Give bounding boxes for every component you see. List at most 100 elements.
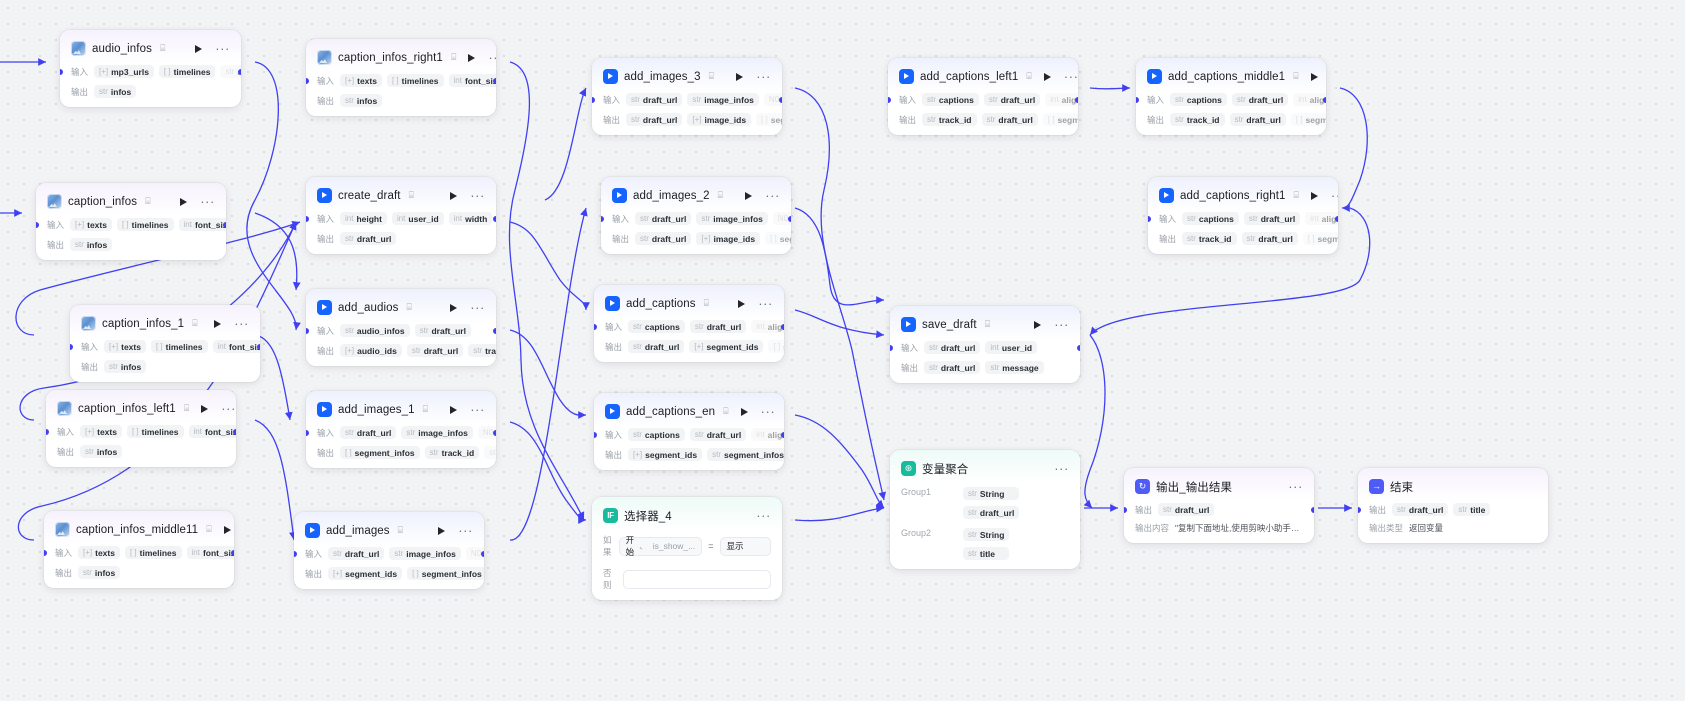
run-button[interactable]: [438, 526, 446, 535]
output-port[interactable]: [238, 68, 241, 75]
output-port[interactable]: [779, 96, 782, 103]
input-port[interactable]: [306, 215, 309, 222]
node-menu-button[interactable]: ···: [765, 187, 780, 203]
output-port[interactable]: [481, 550, 484, 557]
input-port[interactable]: [601, 215, 604, 222]
node-menu-button[interactable]: ···: [234, 315, 249, 331]
output-port[interactable]: [223, 221, 226, 228]
input-port[interactable]: [60, 68, 63, 75]
output-port[interactable]: [1075, 96, 1078, 103]
condition-right[interactable]: 显示: [719, 536, 771, 556]
input-port[interactable]: [1124, 506, 1127, 513]
input-port[interactable]: [1136, 96, 1139, 103]
output-port[interactable]: [1077, 344, 1080, 351]
input-port[interactable]: [36, 221, 39, 228]
node-caption_infos_left1[interactable]: caption_infos_left1⌸···输入[+]texts[ ]time…: [46, 390, 236, 467]
output-port[interactable]: [1311, 506, 1314, 513]
node-menu-button[interactable]: ···: [760, 403, 776, 419]
output-port[interactable]: [781, 323, 784, 330]
output-port[interactable]: [788, 215, 791, 222]
output-port[interactable]: [1335, 215, 1338, 222]
node-menu-button[interactable]: ···: [458, 522, 473, 538]
input-port[interactable]: [70, 343, 73, 350]
output-port[interactable]: [493, 215, 496, 222]
input-port[interactable]: [294, 550, 297, 557]
node-caption_infos_right1[interactable]: caption_infos_right1⌸···输入[+]texts[ ]tim…: [306, 39, 496, 116]
input-port[interactable]: [306, 77, 309, 84]
run-button[interactable]: [1034, 320, 1042, 329]
run-button[interactable]: [450, 191, 458, 200]
run-button[interactable]: [180, 197, 188, 206]
input-port[interactable]: [888, 96, 891, 103]
node-menu-button[interactable]: ···: [758, 295, 773, 311]
run-button[interactable]: [745, 191, 753, 200]
output-port[interactable]: [493, 77, 496, 84]
output-port[interactable]: [257, 343, 260, 350]
input-port[interactable]: [46, 428, 49, 435]
run-button[interactable]: [450, 405, 458, 414]
node-menu-button[interactable]: ···: [1054, 460, 1069, 476]
run-button[interactable]: [1310, 72, 1318, 81]
output-port[interactable]: [493, 429, 496, 436]
run-button[interactable]: [468, 53, 476, 62]
output-port[interactable]: [233, 428, 236, 435]
node-menu-button[interactable]: ···: [1288, 478, 1303, 494]
input-port[interactable]: [890, 344, 893, 351]
run-button[interactable]: [738, 299, 746, 308]
output-port[interactable]: [781, 431, 784, 438]
input-port[interactable]: [306, 429, 309, 436]
node-menu-button[interactable]: ···: [756, 68, 771, 84]
node-add_captions_middle1[interactable]: add_captions_middle1⌸···输入strcaptionsstr…: [1136, 58, 1326, 135]
run-button[interactable]: [1043, 72, 1051, 81]
node-menu-button[interactable]: ···: [215, 40, 230, 56]
run-button[interactable]: [740, 407, 748, 416]
run-button[interactable]: [195, 44, 203, 53]
input-port[interactable]: [592, 96, 595, 103]
node-add_captions_right1[interactable]: add_captions_right1⌸···输入strcaptionsstrd…: [1148, 177, 1338, 254]
node-menu-button[interactable]: ···: [756, 507, 771, 523]
output-port[interactable]: [231, 549, 234, 556]
node-menu-button[interactable]: ···: [1054, 316, 1069, 332]
input-port[interactable]: [44, 549, 47, 556]
run-button[interactable]: [450, 303, 458, 312]
else-box[interactable]: [623, 569, 771, 589]
node-caption_infos_middle11[interactable]: caption_infos_middle11⌸···输入[+]texts[ ]t…: [44, 511, 234, 588]
node-menu-button[interactable]: ···: [200, 193, 215, 209]
condition-left[interactable]: 开始、is_show_...: [618, 535, 703, 557]
node-menu-button[interactable]: ···: [1330, 187, 1338, 203]
node-menu-button[interactable]: ···: [221, 400, 236, 416]
node-menu-button[interactable]: ···: [470, 187, 485, 203]
input-port[interactable]: [1148, 215, 1151, 222]
input-port[interactable]: [1358, 506, 1361, 513]
node-menu-button[interactable]: ···: [470, 299, 485, 315]
run-button[interactable]: [214, 319, 222, 328]
node-menu-button[interactable]: ···: [488, 49, 496, 65]
run-button[interactable]: [1310, 191, 1318, 200]
output-port[interactable]: [1323, 96, 1326, 103]
input-port[interactable]: [306, 327, 309, 334]
output-port[interactable]: [493, 327, 496, 334]
run-button[interactable]: [223, 525, 231, 534]
node-menu-button[interactable]: ···: [1063, 68, 1078, 84]
node-menu-button[interactable]: ···: [470, 401, 485, 417]
run-button[interactable]: [736, 72, 744, 81]
input-port[interactable]: [594, 431, 597, 438]
node-audio_infos[interactable]: audio_infos⌸···输入[+]mp3_urls[ ]timelines…: [60, 30, 241, 107]
run-button[interactable]: [201, 404, 209, 413]
